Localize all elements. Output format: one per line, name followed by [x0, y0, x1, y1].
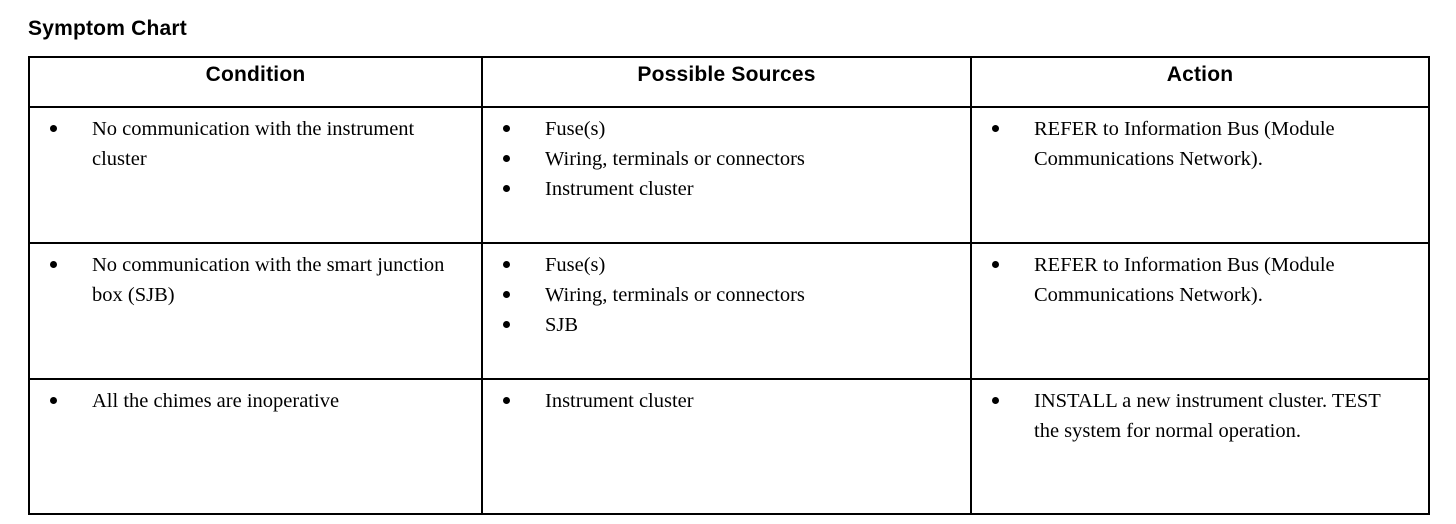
table-header: Condition Possible Sources Action	[28, 56, 1430, 108]
bullet-icon	[992, 261, 999, 268]
cell-condition: All the chimes are inoperative	[28, 378, 483, 515]
list-item: Wiring, terminals or connectors	[491, 280, 962, 310]
page-title: Symptom Chart	[28, 17, 187, 40]
cell-content: INSTALL a new instrument cluster. TEST t…	[972, 380, 1428, 513]
bullet-icon	[50, 261, 57, 268]
list-item-label: Instrument cluster	[545, 178, 694, 200]
list-item: Wiring, terminals or connectors	[491, 144, 962, 174]
list-item: REFER to Information Bus (Module Communi…	[980, 114, 1420, 174]
bullet-list: INSTALL a new instrument cluster. TEST t…	[980, 386, 1420, 446]
bullet-icon	[50, 397, 57, 404]
column-header-condition: Condition	[28, 56, 483, 108]
column-header-action: Action	[970, 56, 1430, 108]
bullet-list: REFER to Information Bus (Module Communi…	[980, 250, 1420, 310]
list-item-label: Fuse(s)	[545, 254, 606, 276]
bullet-icon	[50, 125, 57, 132]
cell-content: REFER to Information Bus (Module Communi…	[972, 108, 1428, 242]
list-item: REFER to Information Bus (Module Communi…	[980, 250, 1420, 310]
list-item: Fuse(s)	[491, 250, 962, 280]
list-item-label: INSTALL a new instrument cluster. TEST t…	[1034, 390, 1381, 442]
list-item: SJB	[491, 310, 962, 340]
list-item-label: No communication with the smart junction…	[92, 254, 445, 306]
bullet-icon	[992, 397, 999, 404]
cell-content: Fuse(s) Wiring, terminals or connectors …	[483, 108, 970, 242]
cell-content: Fuse(s) Wiring, terminals or connectors …	[483, 244, 970, 378]
cell-content: REFER to Information Bus (Module Communi…	[972, 244, 1428, 378]
cell-action: REFER to Information Bus (Module Communi…	[970, 242, 1430, 380]
bullet-icon	[503, 397, 510, 404]
symptom-chart-table: Condition Possible Sources Action No com…	[28, 56, 1430, 515]
list-item-label: REFER to Information Bus (Module Communi…	[1034, 254, 1335, 306]
bullet-icon	[503, 185, 510, 192]
list-item: INSTALL a new instrument cluster. TEST t…	[980, 386, 1420, 446]
cell-condition: No communication with the instrument clu…	[28, 106, 483, 244]
bullet-icon	[992, 125, 999, 132]
bullet-list: No communication with the instrument clu…	[38, 114, 473, 174]
list-item: Fuse(s)	[491, 114, 962, 144]
table-header-row: Condition Possible Sources Action	[28, 56, 1430, 108]
cell-condition: No communication with the smart junction…	[28, 242, 483, 380]
bullet-icon	[503, 291, 510, 298]
bullet-list: All the chimes are inoperative	[38, 386, 473, 416]
list-item-label: All the chimes are inoperative	[92, 390, 340, 412]
table-row: No communication with the instrument clu…	[28, 106, 1430, 244]
list-item-label: Fuse(s)	[545, 118, 606, 140]
cell-possible-sources: Instrument cluster	[481, 378, 972, 515]
bullet-list: No communication with the smart junction…	[38, 250, 473, 310]
cell-content: No communication with the smart junction…	[30, 244, 481, 378]
list-item: No communication with the smart junction…	[38, 250, 473, 310]
list-item-label: Instrument cluster	[545, 390, 694, 412]
list-item-label: Wiring, terminals or connectors	[545, 148, 805, 170]
bullet-list: Fuse(s) Wiring, terminals or connectors …	[491, 114, 962, 204]
bullet-icon	[503, 125, 510, 132]
cell-content: Instrument cluster	[483, 380, 970, 513]
cell-content: All the chimes are inoperative	[30, 380, 481, 513]
cell-possible-sources: Fuse(s) Wiring, terminals or connectors …	[481, 242, 972, 380]
bullet-list: Fuse(s) Wiring, terminals or connectors …	[491, 250, 962, 340]
list-item: No communication with the instrument clu…	[38, 114, 473, 174]
bullet-icon	[503, 261, 510, 268]
table-body: No communication with the instrument clu…	[28, 106, 1430, 515]
cell-content: No communication with the instrument clu…	[30, 108, 481, 242]
list-item: All the chimes are inoperative	[38, 386, 473, 416]
list-item: Instrument cluster	[491, 174, 962, 204]
cell-action: INSTALL a new instrument cluster. TEST t…	[970, 378, 1430, 515]
list-item-label: SJB	[545, 314, 579, 336]
column-header-possible-sources: Possible Sources	[481, 56, 972, 108]
bullet-icon	[503, 155, 510, 162]
table-row: No communication with the smart junction…	[28, 242, 1430, 380]
list-item: Instrument cluster	[491, 386, 962, 416]
bullet-icon	[503, 321, 510, 328]
bullet-list: REFER to Information Bus (Module Communi…	[980, 114, 1420, 174]
cell-possible-sources: Fuse(s) Wiring, terminals or connectors …	[481, 106, 972, 244]
list-item-label: Wiring, terminals or connectors	[545, 284, 805, 306]
bullet-list: Instrument cluster	[491, 386, 962, 416]
table-row: All the chimes are inoperative Instrumen…	[28, 378, 1430, 515]
list-item-label: No communication with the instrument clu…	[92, 118, 415, 170]
cell-action: REFER to Information Bus (Module Communi…	[970, 106, 1430, 244]
list-item-label: REFER to Information Bus (Module Communi…	[1034, 118, 1335, 170]
